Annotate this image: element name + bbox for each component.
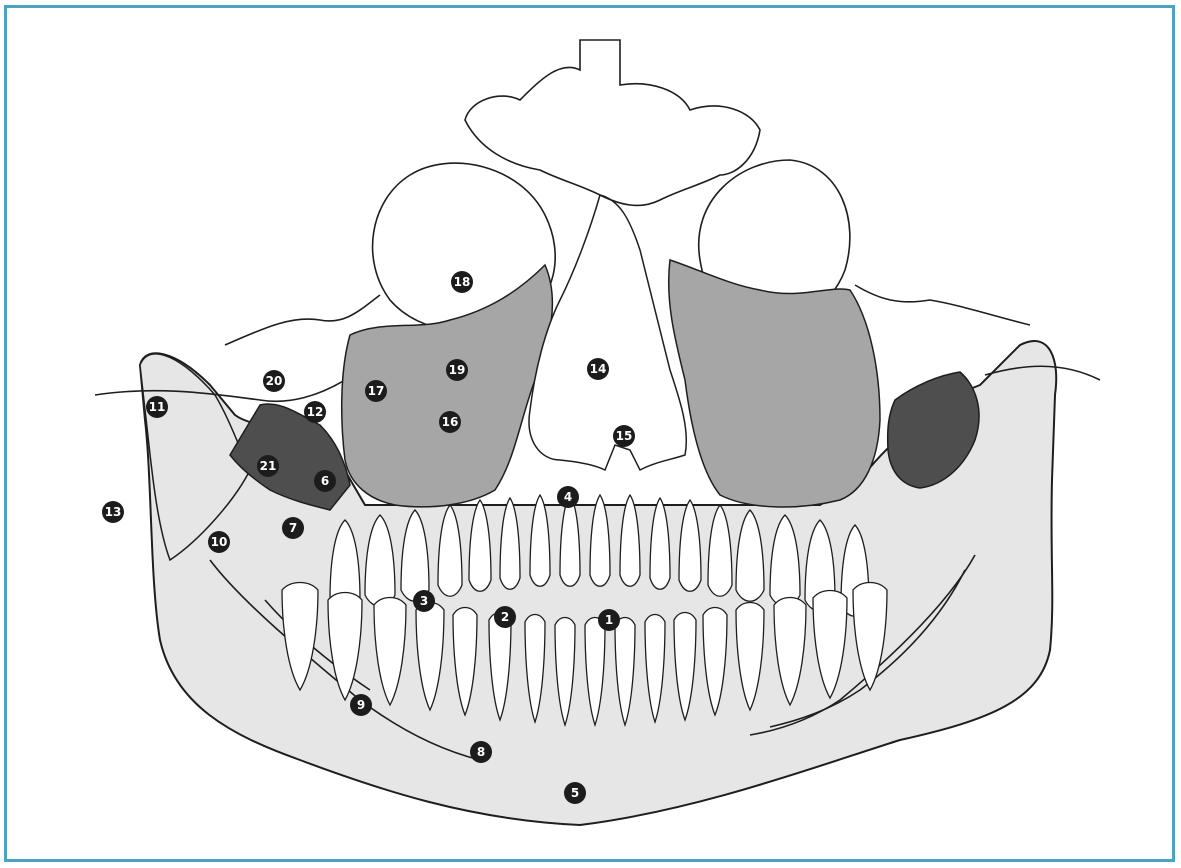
label-number: 7 — [289, 521, 297, 535]
label-number: 1 — [605, 613, 613, 627]
label-number: 9 — [357, 698, 365, 712]
label-3: 3 — [413, 590, 435, 612]
label-9: 9 — [350, 694, 372, 716]
label-6: 6 — [314, 470, 336, 492]
label-number: 21 — [260, 459, 277, 473]
label-number: 12 — [307, 405, 324, 419]
label-number: 10 — [211, 535, 228, 549]
ethmoid-outline — [465, 40, 760, 205]
right-maxillary-sinus — [669, 260, 880, 507]
label-number: 3 — [420, 594, 428, 608]
label-number: 20 — [266, 374, 283, 388]
label-number: 11 — [149, 400, 166, 414]
label-2: 2 — [494, 606, 516, 628]
label-number: 2 — [501, 610, 509, 624]
label-11: 11 — [146, 396, 168, 418]
label-19: 19 — [446, 359, 468, 381]
label-14: 14 — [587, 358, 609, 380]
label-number: 16 — [442, 415, 459, 429]
label-16: 16 — [439, 411, 461, 433]
label-number: 4 — [564, 490, 572, 504]
label-7: 7 — [282, 517, 304, 539]
right-cheek-contour — [855, 285, 1030, 325]
label-number: 5 — [571, 786, 579, 800]
label-15: 15 — [613, 425, 635, 447]
label-10: 10 — [208, 531, 230, 553]
label-13: 13 — [102, 501, 124, 523]
label-number: 18 — [454, 275, 471, 289]
label-number: 15 — [616, 429, 633, 443]
label-17: 17 — [365, 380, 387, 402]
label-number: 6 — [321, 474, 329, 488]
label-number: 8 — [477, 745, 485, 759]
label-1: 1 — [598, 609, 620, 631]
label-number: 13 — [105, 505, 122, 519]
label-20: 20 — [263, 370, 285, 392]
label-18: 18 — [451, 271, 473, 293]
label-8: 8 — [470, 741, 492, 763]
label-5: 5 — [564, 782, 586, 804]
label-number: 14 — [590, 362, 607, 376]
label-12: 12 — [304, 401, 326, 423]
label-4: 4 — [557, 486, 579, 508]
label-number: 19 — [449, 363, 466, 377]
label-number: 17 — [368, 384, 385, 398]
label-21: 21 — [257, 455, 279, 477]
